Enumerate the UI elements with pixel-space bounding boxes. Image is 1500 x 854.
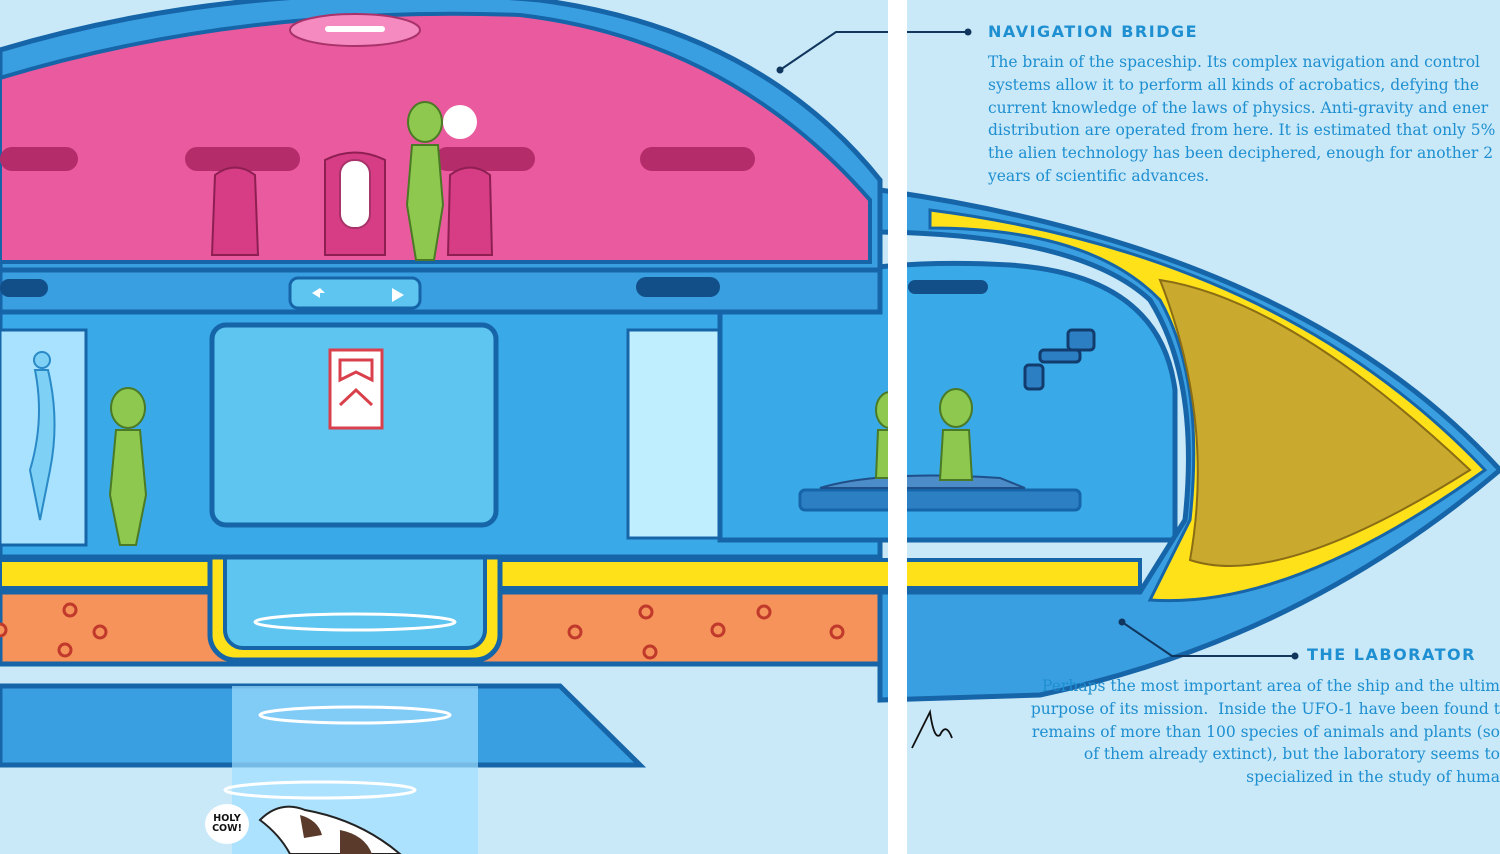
panel-gutter (888, 0, 907, 854)
ceiling-light-strip (325, 26, 385, 32)
nav-right-arrow (392, 288, 404, 302)
robotic-arm (1023, 328, 1096, 391)
nav-panel (288, 276, 422, 310)
glass-panel (626, 328, 726, 540)
human-specimen (819, 474, 1026, 489)
beam-ring (258, 705, 452, 725)
leader-dot (776, 66, 784, 74)
bridge-window-slots (0, 147, 755, 171)
laboratory-leader-line (1121, 621, 1295, 657)
yellow-band (0, 558, 1142, 590)
leader-dot (1291, 652, 1299, 660)
alien-stasis-guard (108, 387, 148, 546)
floating-human (28, 351, 56, 521)
operating-table (798, 488, 1082, 512)
nose-cone-outer (877, 187, 1500, 703)
nav-bridge-leader-line (779, 31, 888, 71)
bay-emblem-mark (338, 358, 374, 407)
alien-captain (405, 101, 445, 261)
leader-dot (1118, 618, 1126, 626)
nav-left-arrow (312, 288, 325, 298)
artist-signature (911, 709, 953, 749)
navigation-bridge-description: The brain of the spaceship. Its complex … (988, 53, 1496, 185)
beam-ring (223, 780, 417, 800)
central-console (339, 159, 371, 229)
holy-cow-speech-bubble: HOLY COW! (205, 804, 249, 844)
laboratory-description: Perhaps the most important area of the s… (1030, 677, 1500, 787)
beam-ring (253, 612, 457, 632)
laboratory-title: THE LABORATOR (1307, 645, 1476, 664)
nose-cone-core (1158, 278, 1472, 567)
hull-vents (0, 277, 988, 297)
leader-dot (964, 28, 972, 36)
cow (258, 805, 402, 854)
alien-speech-bubble (443, 105, 477, 139)
navigation-bridge-title: NAVIGATION BRIDGE (988, 22, 1199, 41)
circuit-nodes (0, 602, 963, 660)
